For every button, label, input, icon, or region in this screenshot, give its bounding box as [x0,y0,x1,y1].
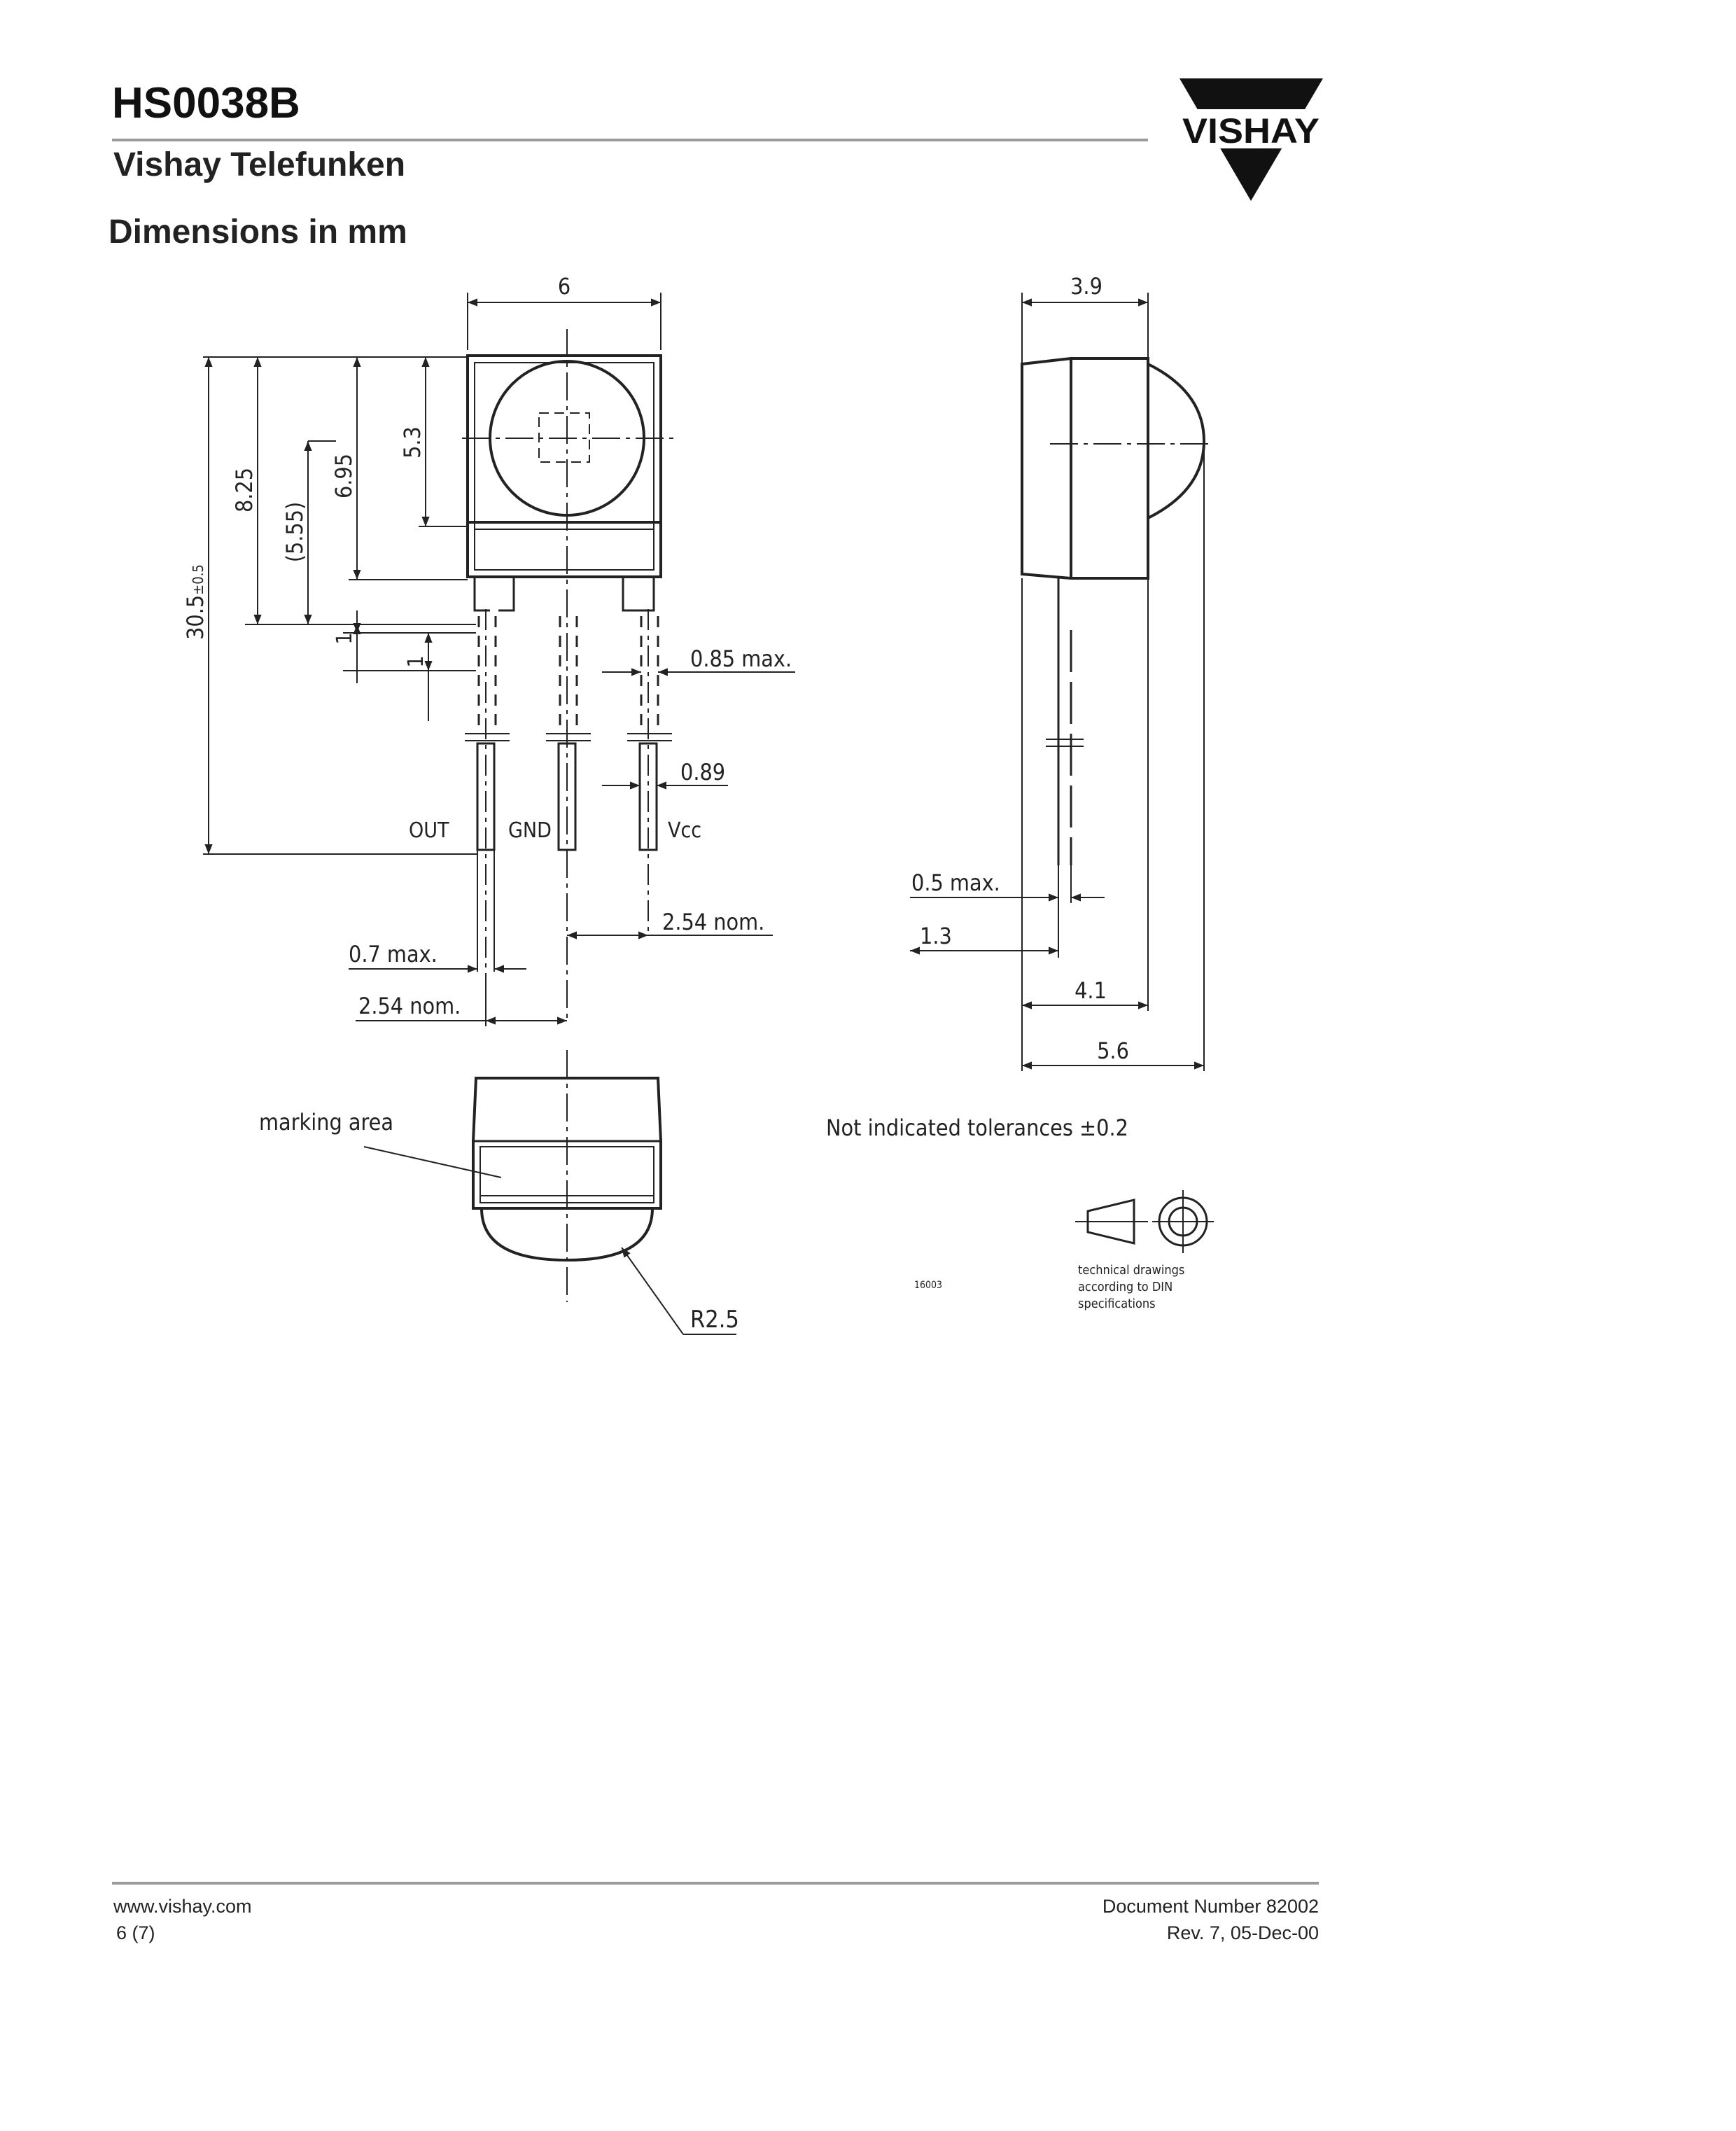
front-view [462,329,679,1022]
drawing-id: 16003 [914,1280,942,1291]
footer-document-number: Document Number 82002 [1102,1896,1319,1917]
dim-overall-text: 30.5±0.5 [182,564,209,640]
dim-pitch-right-text: 2.54 nom. [662,909,764,935]
footer-revision: Rev. 7, 05-Dec-00 [1166,1922,1319,1943]
front-body-inner [474,362,654,571]
dim-lead-offset-text: 0.5 max. [911,869,1000,896]
projection-symbol-icon [1075,1190,1214,1253]
lead-out [476,742,496,851]
dim-5-55-text: (5.55) [281,502,308,563]
dimension-drawing: 6 5.3 6.95 8.25 (5.55) 30.5±0.5 1 1 0.85… [182,273,1214,1335]
side-dimensions [910,293,1205,1071]
front-body-outline [466,354,662,578]
dim-6-95-text: 6.95 [330,454,357,498]
dim-4-1-text: 4.1 [1074,977,1107,1004]
lead-gnd [557,742,577,851]
dim-width-text: 6 [558,273,570,300]
dim-step-2-text: 1 [404,655,428,667]
dim-5-6-text: 5.6 [1097,1037,1129,1064]
header-divider [112,139,1148,141]
dim-lens-height-text: 5.3 [399,426,426,459]
marking-area-rect [479,1146,654,1203]
page-title: HS0038B [112,79,300,127]
side-body-back [1021,356,1072,580]
dim-1-3-text: 1.3 [920,923,952,949]
dim-lead-gap-text: 0.89 [680,759,725,785]
dim-8-25-text: 8.25 [231,468,258,512]
bottom-view [363,1050,736,1335]
din-note-line-3: specifications [1078,1297,1156,1311]
pin-label-out: OUT [409,818,449,843]
dim-lead-thickness-text: 0.7 max. [349,941,438,967]
dim-pitch-left-text: 2.54 nom. [358,993,461,1019]
dim-depth-text: 3.9 [1070,273,1102,300]
footer-page-number: 6 (7) [116,1922,155,1943]
side-body-front [1071,357,1149,580]
company-subtitle: Vishay Telefunken [113,146,406,183]
din-note-line-2: according to DIN [1078,1280,1172,1294]
logo-text: VISHAY [1182,111,1320,151]
tolerance-note: Not indicated tolerances ±0.2 [826,1115,1128,1141]
lead-vcc [638,742,658,851]
pin-label-gnd: GND [508,818,552,843]
vishay-logo-icon: VISHAY [1180,78,1323,201]
front-dimensions [203,293,795,1026]
dim-radius-text: R2.5 [690,1306,739,1334]
side-lens-dome [1147,363,1206,519]
footer-divider [112,1882,1319,1885]
pin-label-vcc: Vcc [668,818,701,843]
dim-step-1-text: 1 [332,632,357,644]
dim-lead-width-text: 0.85 max. [690,645,792,672]
footer-website: www.vishay.com [113,1896,252,1917]
section-title: Dimensions in mm [108,214,407,251]
din-note-line-1: technical drawings [1078,1263,1184,1278]
bottom-lens-dome [480,1208,654,1262]
marking-area-label: marking area [259,1109,393,1136]
side-view [1021,356,1211,865]
